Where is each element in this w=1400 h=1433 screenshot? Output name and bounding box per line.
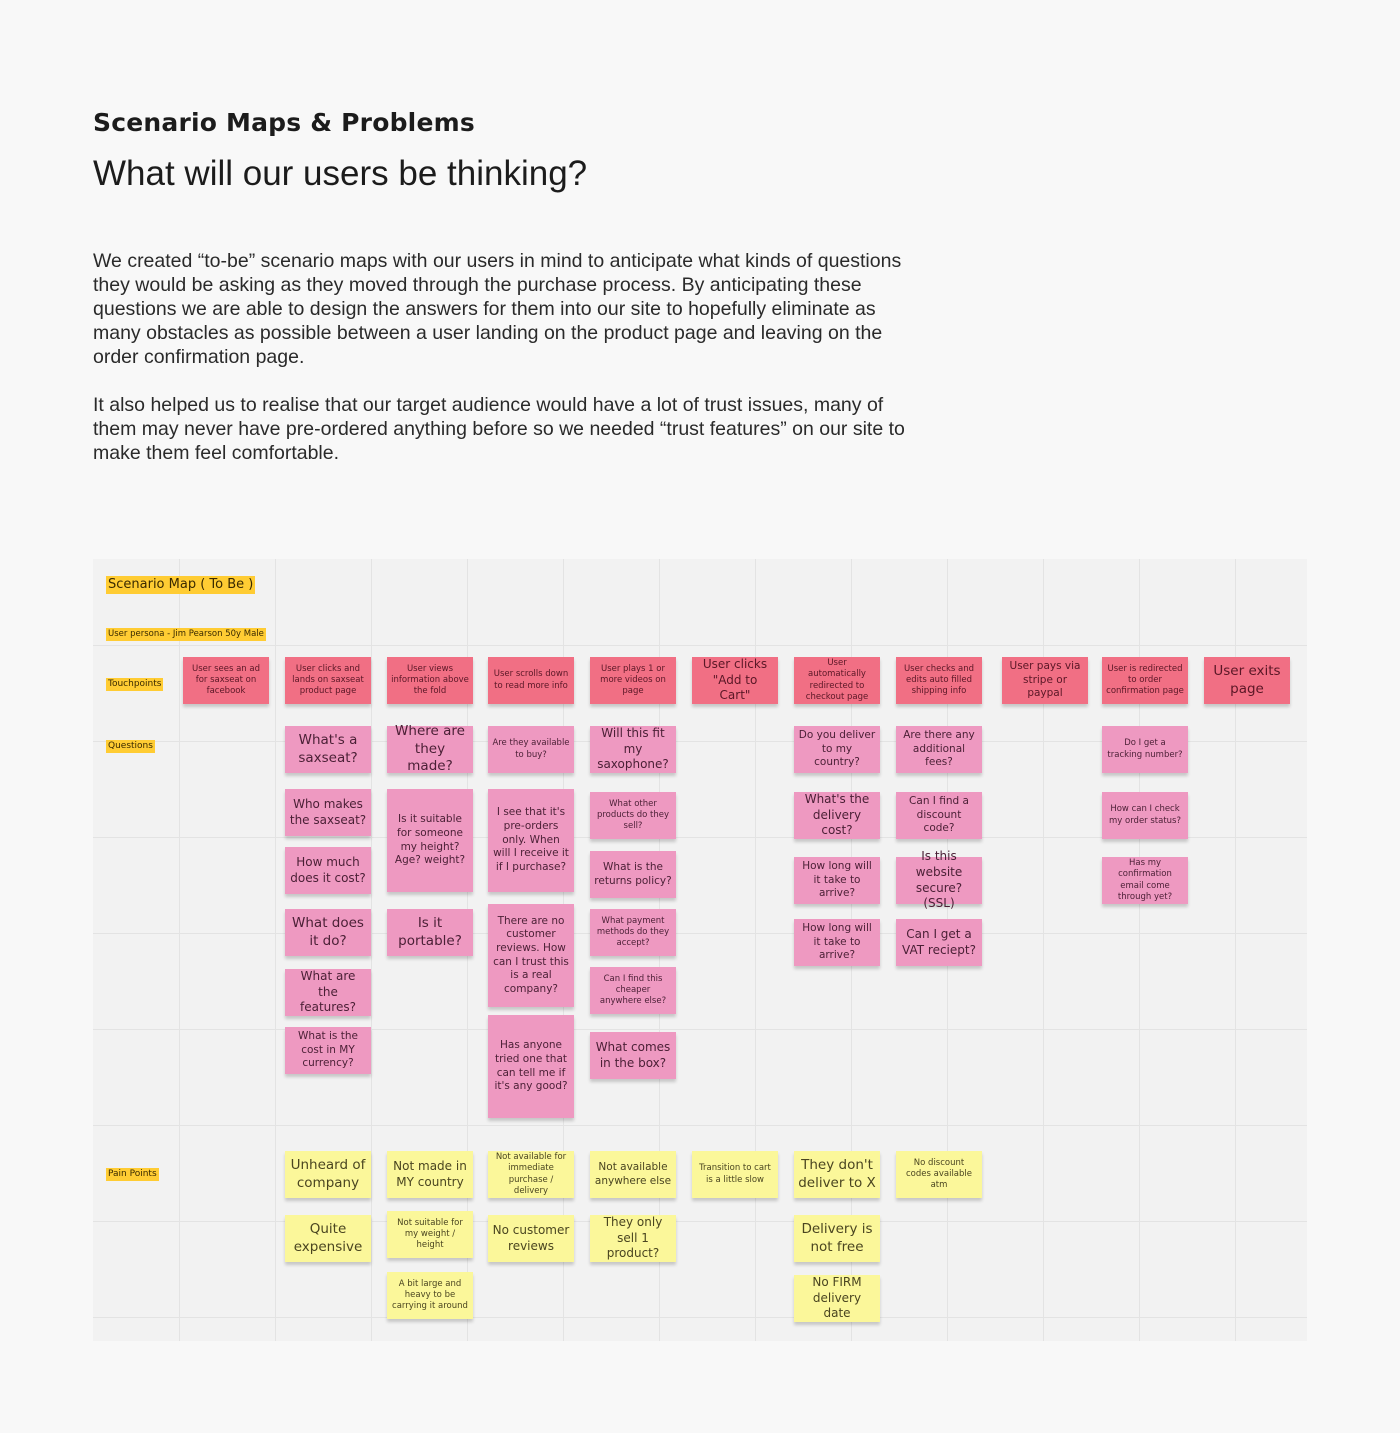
touchpoint-note: User scrolls down to read more info — [488, 657, 574, 704]
question-note: Can I find this cheaper anywhere else? — [590, 967, 676, 1014]
pain-point-note: They only sell 1 product? — [590, 1215, 676, 1262]
pain-points-label: Pain Points — [106, 1168, 159, 1182]
pain-point-note: Not made in MY country — [387, 1151, 473, 1198]
question-note: What is the cost in MY currency? — [285, 1027, 371, 1074]
pain-point-note: A bit large and heavy to be carrying it … — [387, 1272, 473, 1319]
question-note: Are there any additional fees? — [896, 726, 982, 773]
question-note: What's the delivery cost? — [794, 792, 880, 839]
question-note: What are the features? — [285, 969, 371, 1016]
touchpoints-label: Touchpoints — [106, 678, 164, 692]
touchpoint-note: User exits page — [1204, 657, 1290, 704]
question-note: How long will it take to arrive? — [794, 919, 880, 966]
touchpoint-note: User is redirected to order confirmation… — [1102, 657, 1188, 704]
question-note: Can I get a VAT reciept? — [896, 919, 982, 966]
question-note: Will this fit my saxophone? — [590, 726, 676, 773]
touchpoint-note: User pays via stripe or paypal — [1002, 657, 1088, 704]
question-note: Is it portable? — [387, 909, 473, 956]
question-note: Do you deliver to my country? — [794, 726, 880, 773]
page-heading: Scenario Maps & Problems — [93, 108, 475, 137]
page-subheading: What will our users be thinking? — [93, 154, 588, 193]
touchpoint-note: User automatically redirected to checkou… — [794, 657, 880, 704]
pain-point-note: Quite expensive — [285, 1215, 371, 1262]
pain-point-note: They don't deliver to X — [794, 1151, 880, 1198]
question-note: How much does it cost? — [285, 847, 371, 894]
question-note: Who makes the saxseat? — [285, 789, 371, 836]
question-note: Is it suitable for someone my height? Ag… — [387, 789, 473, 892]
board-title: Scenario Map ( To Be ) — [106, 576, 256, 595]
question-note: What payment methods do they accept? — [590, 909, 676, 956]
question-note: What comes in the box? — [590, 1032, 676, 1079]
pain-point-note: Not available anywhere else — [590, 1151, 676, 1198]
question-note: What does it do? — [285, 909, 371, 956]
touchpoint-note: User sees an ad for saxseat on facebook — [183, 657, 269, 704]
question-note: Can I find a discount code? — [896, 792, 982, 839]
question-note: What is the returns policy? — [590, 851, 676, 898]
questions-label: Questions — [106, 740, 155, 754]
question-note: What's a saxseat? — [285, 726, 371, 773]
question-note: How can I check my order status? — [1102, 792, 1188, 839]
question-note: Is this website secure? (SSL) — [896, 849, 982, 910]
pain-point-note: Not available for immediate purchase / d… — [488, 1151, 574, 1198]
question-note: Has anyone tried one that can tell me if… — [488, 1015, 574, 1118]
persona-label: User persona - Jim Pearson 50y Male — [106, 628, 266, 641]
pain-point-note: Not suitable for my weight / height — [387, 1211, 473, 1258]
question-note: Where are they made? — [387, 723, 473, 774]
intro-paragraph: We created “to-be” scenario maps with ou… — [93, 250, 902, 368]
question-note: How long will it take to arrive? — [794, 857, 880, 904]
question-note: I see that it's pre-orders only. When wi… — [488, 789, 574, 892]
pain-point-note: Transition to cart is a little slow — [692, 1151, 778, 1198]
touchpoint-note: User clicks "Add to Cart" — [692, 657, 778, 704]
trust-paragraph: It also helped us to realise that our ta… — [93, 394, 905, 464]
touchpoint-note: User plays 1 or more videos on page — [590, 657, 676, 704]
touchpoint-note: User checks and edits auto filled shippi… — [896, 657, 982, 704]
scenario-map-board: Scenario Map ( To Be ) User persona - Ji… — [93, 559, 1307, 1341]
pain-point-note: No discount codes available atm — [896, 1151, 982, 1198]
question-note: What other products do they sell? — [590, 792, 676, 839]
question-note: Has my confirmation email come through y… — [1102, 857, 1188, 904]
question-note: Are they available to buy? — [488, 726, 574, 773]
question-note: Do I get a tracking number? — [1102, 726, 1188, 773]
touchpoint-note: User clicks and lands on saxseat product… — [285, 657, 371, 704]
pain-point-note: Delivery is not free — [794, 1215, 880, 1262]
pain-point-note: No customer reviews — [488, 1215, 574, 1262]
question-note: There are no customer reviews. How can I… — [488, 904, 574, 1007]
pain-point-note: Unheard of company — [285, 1151, 371, 1198]
pain-point-note: No FIRM delivery date — [794, 1275, 880, 1322]
touchpoint-note: User views information above the fold — [387, 657, 473, 704]
